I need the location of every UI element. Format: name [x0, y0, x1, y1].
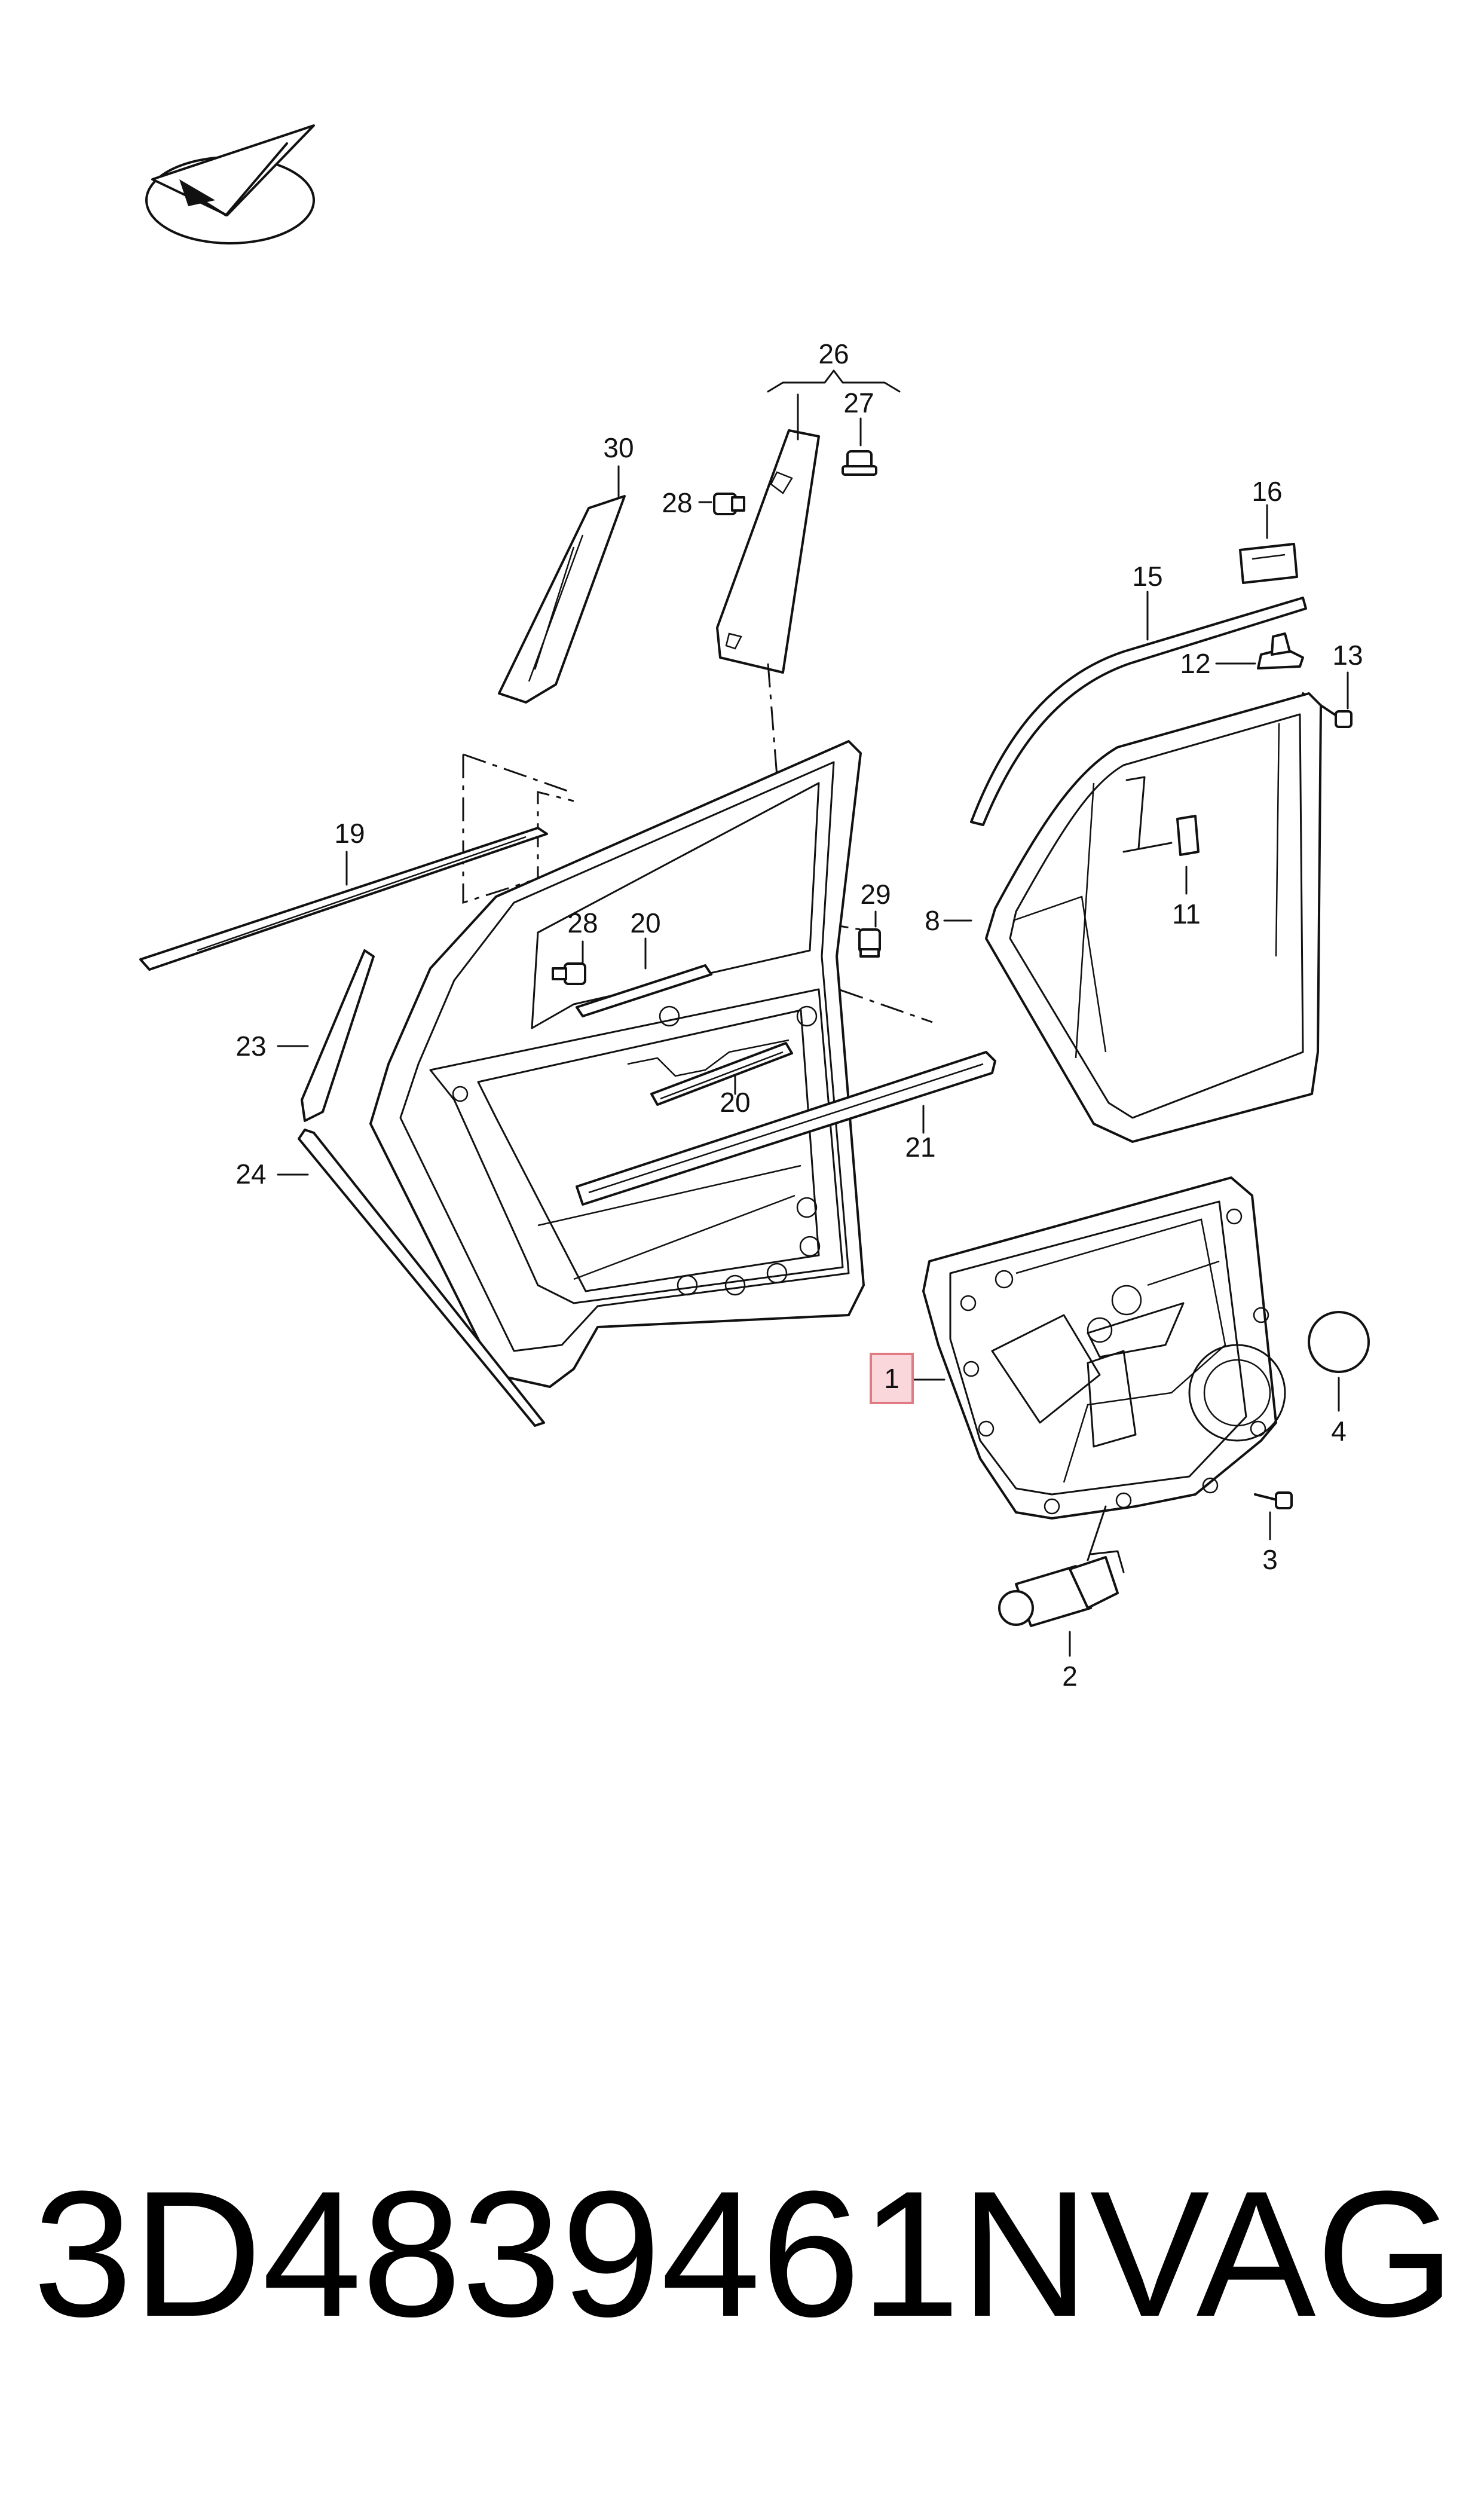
callout-24: 24 [235, 1158, 266, 1190]
logo-plane-check-icon [145, 124, 315, 244]
callout-20-lower: 20 [720, 1087, 750, 1118]
part-1-window-regulator [922, 1176, 1286, 1520]
brand-name: VAG [1090, 2153, 1455, 2354]
part-2-motor [998, 1505, 1125, 1627]
callout-1-highlight [870, 1353, 914, 1404]
callout-20-upper: 20 [630, 907, 660, 938]
part-26-pillar-cover [716, 429, 820, 674]
callout-27: 27 [843, 387, 874, 418]
part-3-screw [1254, 1491, 1293, 1509]
part-28-clip-top [713, 493, 745, 515]
part-23-trim [301, 949, 375, 1122]
callout-labels: 1 2 3 4 8 11 12 13 15 16 19 20 20 21 23 … [235, 338, 1363, 1692]
callout-15: 15 [1132, 561, 1162, 592]
callout-8: 8 [925, 905, 940, 936]
leader-lines [277, 465, 1349, 1657]
part-27-clip [842, 450, 877, 476]
bracket-26 [767, 369, 901, 393]
part-15-top-seal [970, 597, 1307, 826]
part-4-seal-ring [1308, 1311, 1370, 1373]
part-11-pad [1176, 815, 1200, 856]
part-21-outer-strip [576, 1051, 996, 1206]
part-30-pillar-trim [498, 495, 626, 704]
callout-28-mid: 28 [567, 907, 598, 938]
callout-11: 11 [1172, 898, 1201, 930]
callout-19: 19 [334, 818, 365, 849]
callout-1: 1 [884, 1363, 899, 1394]
part-8-door-seal [985, 692, 1322, 1143]
part-number: 3D4839461N [33, 2153, 1090, 2354]
part-28-clip-mid [552, 962, 586, 985]
callout-4: 4 [1331, 1416, 1347, 1447]
callout-2: 2 [1062, 1661, 1078, 1692]
door-shell [369, 740, 865, 1388]
part-24-seal [298, 1129, 545, 1427]
footer: 3D4839461N VAG [33, 2164, 1455, 2343]
callout-3: 3 [1262, 1544, 1278, 1575]
callout-12: 12 [1180, 648, 1210, 679]
part-20-guide-lower [650, 1042, 793, 1106]
part-29-clip [858, 928, 881, 958]
callout-21: 21 [905, 1132, 935, 1163]
callout-13: 13 [1332, 640, 1363, 671]
callout-16: 16 [1252, 476, 1282, 507]
callout-23: 23 [235, 1031, 266, 1062]
callout-30: 30 [603, 432, 634, 463]
part-12-bumper [1257, 632, 1304, 669]
part-20-guide-upper [576, 964, 712, 1017]
callout-29: 29 [860, 879, 891, 910]
part-19-window-strip [139, 827, 548, 971]
callout-26: 26 [818, 338, 849, 369]
part-16-bracket [1239, 543, 1298, 584]
callout-28-top: 28 [662, 487, 692, 518]
